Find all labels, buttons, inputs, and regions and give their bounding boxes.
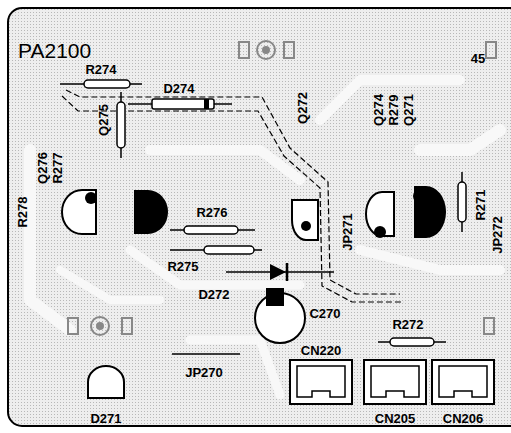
part-label: R272 xyxy=(392,318,423,331)
part-label: Q276 xyxy=(36,152,49,184)
part-label: Q275 xyxy=(97,104,110,136)
part-label: 45 xyxy=(471,52,485,65)
part-label: JP271 xyxy=(341,213,354,251)
part-label: R271 xyxy=(474,189,487,220)
part-label: JP270 xyxy=(185,366,223,379)
part-label: D272 xyxy=(198,288,229,301)
part-label: R276 xyxy=(196,206,227,219)
part-label: R274 xyxy=(85,63,116,76)
part-label: R277 xyxy=(51,152,64,183)
part-label: Q271 xyxy=(402,94,415,126)
part-label: CN205 xyxy=(375,412,415,425)
part-label: R279 xyxy=(387,94,400,125)
part-label: C270 xyxy=(309,307,340,320)
part-label: D271 xyxy=(90,412,121,425)
board-title: PA2100 xyxy=(18,40,91,61)
part-label: JP272 xyxy=(491,216,504,254)
part-label: Q274 xyxy=(372,94,385,126)
part-label: D274 xyxy=(163,82,194,95)
part-label: R278 xyxy=(16,196,29,227)
part-label: R275 xyxy=(167,260,198,273)
part-label: CN206 xyxy=(443,412,483,425)
part-label: Q272 xyxy=(296,92,309,124)
part-label: CN220 xyxy=(301,344,341,357)
